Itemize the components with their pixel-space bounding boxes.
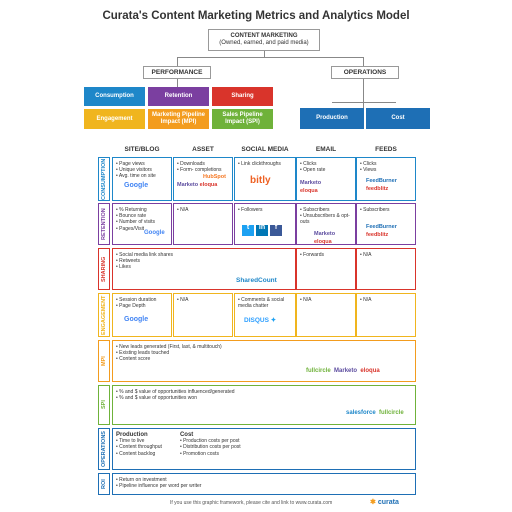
col-site-blog: SITE/BLOG — [124, 146, 160, 153]
cell-engagement-asset: N/A — [173, 293, 233, 337]
google-analytics-logo: Google — [124, 316, 149, 324]
curata-logo: ✱ curata — [370, 499, 399, 506]
cell-roi: Return on investmentPipeline influence p… — [112, 473, 416, 495]
sharing-box: Sharing — [212, 87, 273, 106]
hubspot-logo: HubSpot — [203, 174, 226, 181]
production-box: Production — [300, 108, 364, 129]
retention-box: Retention — [148, 87, 209, 106]
spi-logos: salesforce fullcircle — [346, 410, 404, 417]
connector — [332, 102, 396, 103]
facebook-icon: f — [270, 224, 282, 237]
row-label-roi: ROI — [98, 473, 110, 495]
row-label-sharing: SHARING — [98, 248, 110, 290]
cell-sharing-email: Forwards — [296, 248, 356, 290]
footer-note: If you use this graphic framework, pleas… — [170, 500, 333, 506]
sharedcount-logo: SharedCount — [236, 276, 277, 284]
row-label-mpi: MPI — [98, 340, 110, 382]
col-email: EMAIL — [315, 146, 337, 153]
content-marketing-sub: (Owned, earned, and paid media) — [219, 40, 309, 46]
disqus-twitter-logo: DISQUS ✦ — [244, 317, 277, 325]
performance-box: PERFORMANCE — [143, 66, 211, 79]
cell-retention-email: SubscribersUnsubscribers & opt-outs Mark… — [296, 203, 356, 245]
cell-engagement-social: Comments & social media chatter DISQUS ✦ — [234, 293, 296, 337]
connector — [363, 79, 364, 108]
page-title: Curata's Content Marketing Metrics and A… — [102, 10, 410, 22]
col-asset: ASSET — [192, 146, 214, 153]
content-marketing-box: CONTENT MARKETING (Owned, earned, and pa… — [208, 29, 320, 51]
connector — [264, 51, 265, 57]
marketo-eloqua-logo: Marketo eloqua — [177, 182, 218, 189]
connector — [177, 79, 178, 87]
cell-consumption-asset: DownloadsForm- completions HubSpot Marke… — [173, 157, 233, 201]
engagement-box: Engagement — [84, 109, 145, 129]
cell-spi: % and $ value of opportunities influence… — [112, 385, 416, 425]
operations-box: OPERATIONS — [331, 66, 399, 79]
production-list: Production Time to liveContent throughpu… — [116, 432, 162, 457]
spi-box: Sales Pipeline Impact (SPI) — [212, 109, 273, 129]
cost-list: Cost Production costs per postDistributi… — [180, 432, 241, 457]
google-analytics-logo: Google — [144, 229, 165, 236]
row-label-operations: OPERATIONS — [98, 428, 110, 470]
mpi-box: Marketing Pipeline Impact (MPI) — [148, 109, 209, 129]
cost-box: Cost — [366, 108, 430, 129]
row-label-engagement: ENGAGEMENT — [98, 293, 110, 337]
cell-engagement-feeds: N/A — [356, 293, 416, 337]
cell-mpi: New leads generated (First, last, & mult… — [112, 340, 416, 382]
row-label-retention: RETENTION — [98, 203, 110, 245]
connector — [177, 57, 178, 66]
connector — [363, 57, 364, 66]
cell-engagement-site: Session durationPage Depth Google — [112, 293, 172, 337]
cell-operations: Production Time to liveContent throughpu… — [112, 428, 416, 470]
bitly-logo: bitly — [250, 175, 271, 187]
twitter-icon: t — [242, 224, 254, 237]
col-feeds: FEEDS — [375, 146, 397, 153]
google-analytics-logo: Google — [124, 181, 149, 189]
cell-consumption-site: Page viewsUnique visitorsAvg. time on si… — [112, 157, 172, 201]
cell-retention-social: Followers t in f — [234, 203, 296, 245]
connector — [177, 57, 364, 58]
row-label-spi: SPI — [98, 385, 110, 425]
col-social-media: SOCIAL MEDIA — [241, 146, 289, 153]
content-marketing-label: CONTENT MARKETING — [230, 33, 298, 39]
cell-retention-site: % ReturningBounce rateNumber of visitsPa… — [112, 203, 172, 245]
cell-engagement-email: N/A — [296, 293, 356, 337]
consumption-box: Consumption — [84, 87, 145, 106]
row-label-consumption: CONSUMPTION — [98, 157, 110, 201]
cell-consumption-social: Link clickthroughs bitly — [234, 157, 296, 201]
linkedin-icon: in — [256, 224, 268, 237]
cell-sharing-site-asset-social: Social media link sharesRetweetsLikes Sh… — [112, 248, 296, 290]
mpi-logos: fullcircle Marketo eloqua — [306, 367, 380, 374]
cell-retention-asset: N/A — [173, 203, 233, 245]
cell-sharing-feeds: N/A — [356, 248, 416, 290]
